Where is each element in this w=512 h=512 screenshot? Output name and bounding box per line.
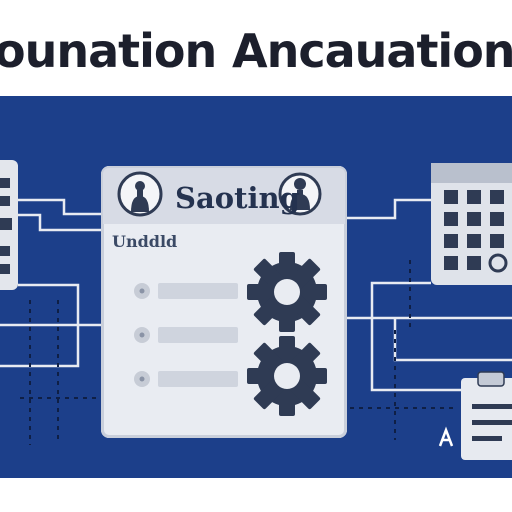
gear-icon xyxy=(247,252,327,332)
clipboard-card xyxy=(461,378,512,460)
list-item xyxy=(134,371,238,387)
list-item xyxy=(134,327,238,343)
left-card-square-5 xyxy=(0,264,10,274)
person-icon xyxy=(117,171,163,217)
card-subtitle: Unddld xyxy=(112,232,178,251)
connector-right-1 xyxy=(347,198,431,220)
card-title: Saoting xyxy=(175,181,300,215)
list-item xyxy=(134,283,238,299)
gear-icon xyxy=(247,336,327,416)
headline: ounation Ancauation xyxy=(0,14,512,84)
connector-right-2 xyxy=(370,281,461,392)
left-card-square-4 xyxy=(0,246,10,256)
connector-left-1 xyxy=(18,198,101,216)
document-icon xyxy=(438,426,454,447)
left-card-square-2 xyxy=(0,196,10,206)
connector-left-2 xyxy=(18,213,101,232)
left-card-square-1 xyxy=(0,178,10,188)
person-icon xyxy=(278,172,322,216)
headline-right: Ancauation xyxy=(232,24,512,78)
left-card-square-3 xyxy=(0,218,12,230)
headline-left: ounation xyxy=(0,24,217,78)
